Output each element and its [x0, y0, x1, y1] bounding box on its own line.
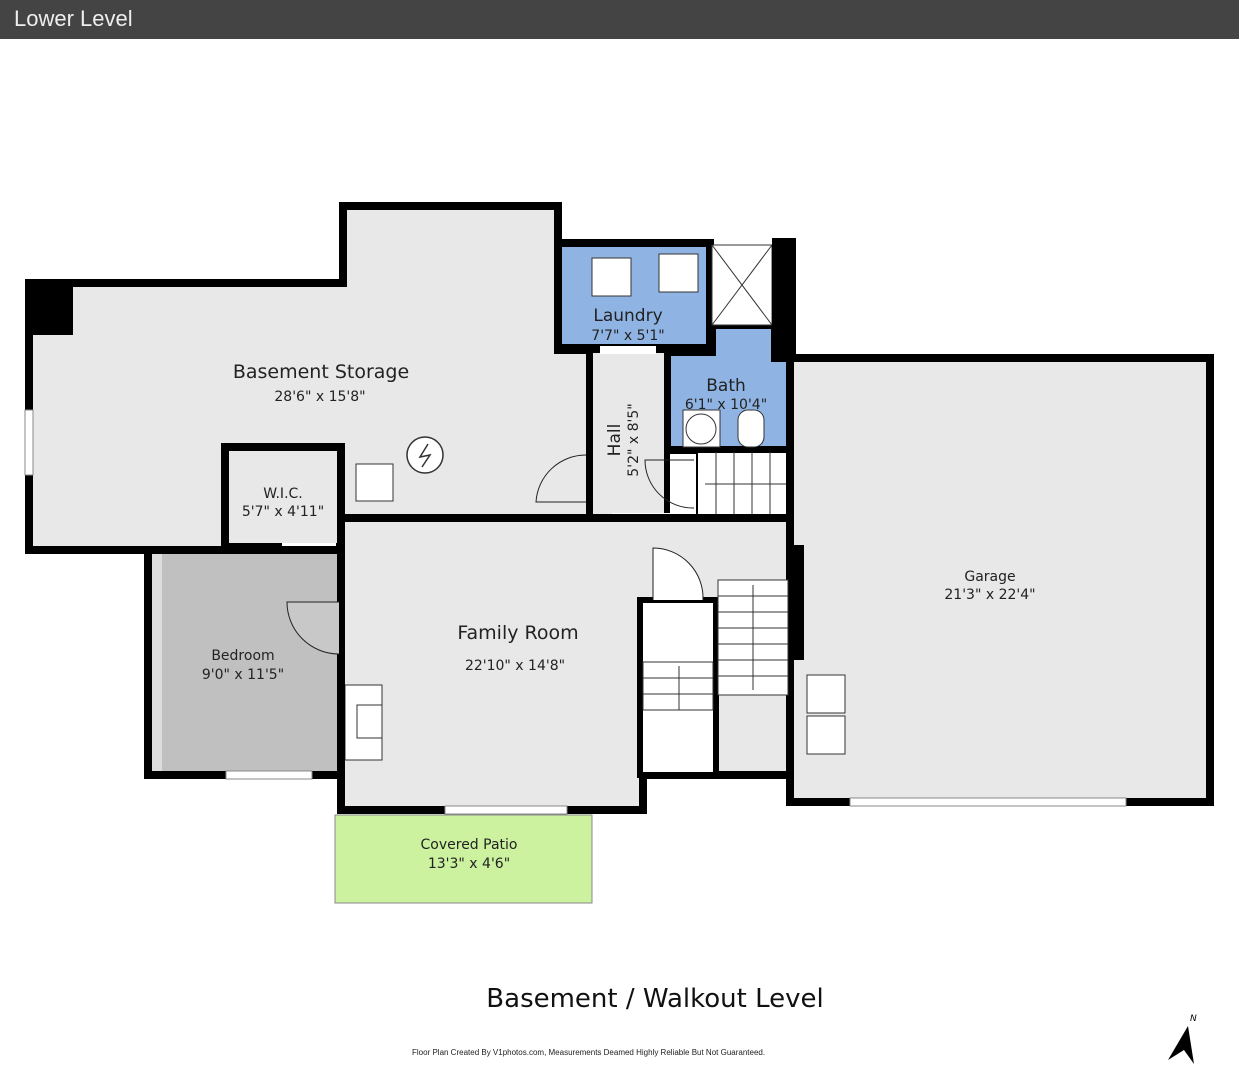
- room-covered-patio: [334, 814, 593, 904]
- label-hall: Hall: [605, 424, 625, 457]
- dim-patio: 13'3" x 4'6": [428, 856, 510, 872]
- header-title: Lower Level: [14, 6, 133, 31]
- label-wic: W.I.C.: [263, 486, 303, 502]
- stairs-lower: [642, 661, 714, 711]
- dim-garage: 21'3" x 22'4": [944, 587, 1035, 603]
- north-arrow-icon: N: [1164, 1012, 1204, 1071]
- credit-text: Floor Plan Created By V1photos.com, Meas…: [412, 1048, 766, 1057]
- window: [24, 409, 34, 476]
- dim-storage: 28'6" x 15'8": [274, 389, 365, 405]
- dim-bedroom: 9'0" x 11'5": [202, 667, 284, 683]
- label-bedroom: Bedroom: [211, 648, 274, 664]
- toilet-icon: [737, 409, 765, 448]
- label-bath: Bath: [706, 376, 746, 396]
- garage-door: [849, 797, 1127, 807]
- label-patio: Covered Patio: [421, 837, 518, 853]
- label-laundry: Laundry: [593, 306, 662, 326]
- garage-appliance: [806, 715, 846, 755]
- north-label: N: [1190, 1014, 1197, 1024]
- furnace-icon: [355, 463, 394, 502]
- washer-icon: [591, 257, 632, 297]
- water-heater-icon: [406, 436, 444, 474]
- header-bar: Lower Level: [0, 0, 1239, 39]
- dryer-icon: [658, 253, 699, 293]
- plan-title: Basement / Walkout Level: [486, 984, 824, 1014]
- label-garage: Garage: [964, 569, 1015, 585]
- window: [225, 770, 313, 780]
- wall-column: [25, 280, 73, 335]
- dim-wic: 5'7" x 4'11": [242, 504, 324, 520]
- dim-laundry: 7'7" x 5'1": [591, 328, 664, 344]
- label-storage: Basement Storage: [233, 361, 409, 383]
- dim-hall: 5'2" x 8'5": [626, 403, 642, 476]
- sliding-door: [444, 805, 568, 815]
- room-hall: [587, 347, 670, 521]
- label-family: Family Room: [457, 622, 578, 644]
- bath-wall: [772, 238, 796, 356]
- dim-bath: 6'1" x 10'4": [685, 397, 767, 413]
- garage-appliance: [806, 674, 846, 714]
- dim-family: 22'10" x 14'8": [465, 658, 565, 674]
